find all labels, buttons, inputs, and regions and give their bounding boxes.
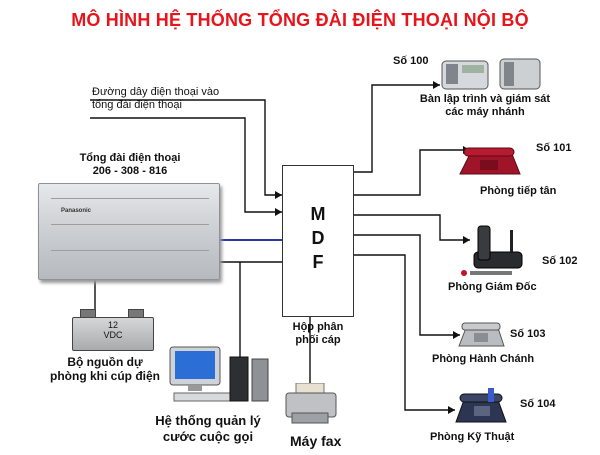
ext-103-caption: Phòng Hành Chánh xyxy=(432,353,535,365)
incoming-line-text-1: Đường dây điện thoại vào xyxy=(92,86,220,98)
ext-102-wire xyxy=(352,214,470,241)
incoming-line-label: Đường dây điện thoại vào tổng đài điện t… xyxy=(92,86,219,112)
billing-caption: Hệ thống quản lý cước cuộc gọi xyxy=(128,413,288,445)
mdf-caption-1: Hộp phân xyxy=(292,321,344,333)
ext-101-number: Số 101 xyxy=(536,142,572,154)
ext-104-caption: Phòng Kỹ Thuật xyxy=(430,431,515,443)
mdf-letter-f: F xyxy=(312,252,324,272)
incoming-line-text-2: tổng đài điện thoại xyxy=(92,99,182,111)
cordless-phone-icon xyxy=(473,225,523,269)
battery-caption-2: phòng khi cúp điện xyxy=(50,369,160,383)
ext-100-caption-2: các máy nhánh xyxy=(445,106,525,118)
incoming-wire-1 xyxy=(90,99,282,196)
fax-icon xyxy=(285,383,337,424)
incoming-wire-2 xyxy=(90,117,282,213)
battery-icon: 12 VDC xyxy=(72,307,154,351)
ext-104-number: Số 104 xyxy=(520,398,556,410)
mdf-letter-m: M xyxy=(310,204,326,224)
battery-value: 12 xyxy=(107,320,118,330)
pbx-number: 206 - 308 - 816 xyxy=(92,165,168,177)
ext-100-number: Số 100 xyxy=(393,55,429,67)
ext-103-wire xyxy=(352,234,460,336)
computer-icon xyxy=(169,346,269,402)
ext-101-wire xyxy=(352,149,470,196)
battery-unit: VDC xyxy=(103,330,123,340)
grey-phone-icon xyxy=(458,322,505,347)
red-phone-icon xyxy=(459,147,521,175)
ext-104-wire xyxy=(352,254,455,411)
mdf-caption: Hộp phân phối cáp xyxy=(278,321,358,347)
ext-102-caption: Phòng Giám Đốc xyxy=(448,281,537,293)
battery-caption: Bộ nguồn dự phòng khi cúp điện xyxy=(30,355,180,383)
pbx-brand: Panasonic xyxy=(61,208,92,214)
ext-100-wire xyxy=(352,84,440,173)
ext-102-number: Số 102 xyxy=(542,255,578,267)
billing-caption-2: cước cuộc gọi xyxy=(162,429,254,444)
mdf-caption-2: phối cáp xyxy=(295,334,341,346)
battery-caption-1: Bộ nguồn dự xyxy=(67,355,143,369)
pbx-label: Tổng đài điện thoại 206 - 308 - 816 xyxy=(60,152,200,178)
mdf-letter-d: D xyxy=(311,228,325,248)
fax-caption: Máy fax xyxy=(290,433,342,449)
ext-101-caption: Phòng tiếp tân xyxy=(480,185,557,197)
ext-100-caption-1: Bàn lập trình và giám sát xyxy=(419,93,551,105)
console-phone-icon xyxy=(441,58,541,90)
dark-phone-icon xyxy=(455,388,507,423)
ext-100-caption: Bàn lập trình và giám sát các máy nhánh xyxy=(400,93,570,119)
billing-caption-1: Hệ thống quản lý xyxy=(155,413,261,428)
pbx-label-text: Tổng đài điện thoại xyxy=(79,152,181,164)
telephone-brand-icon xyxy=(461,270,512,276)
diagram-title: MÔ HÌNH HỆ THỐNG TỔNG ĐÀI ĐIỆN THOẠI NỘI… xyxy=(71,10,529,30)
mdf-box: M D F xyxy=(282,165,354,317)
pbx-unit-icon: Panasonic xyxy=(38,183,220,280)
ext-103-number: Số 103 xyxy=(510,328,546,340)
